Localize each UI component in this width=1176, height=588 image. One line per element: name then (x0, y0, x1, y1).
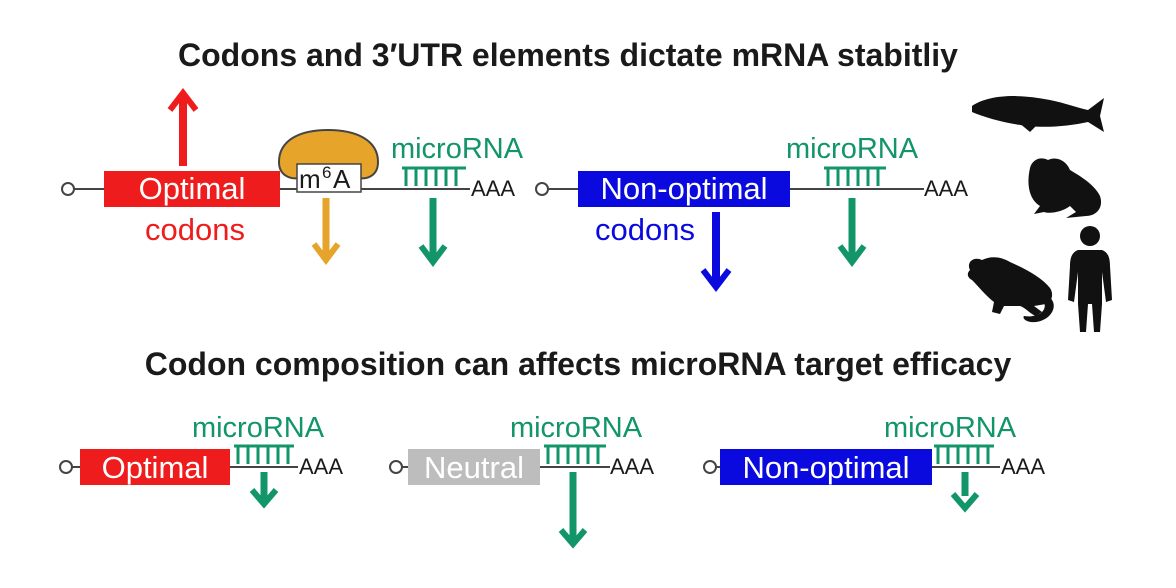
cap-circle (389, 460, 403, 474)
neutral-label: Neutral (424, 450, 524, 485)
microrna-down-arrow-icon (418, 198, 448, 267)
optimal-codon-box (104, 171, 280, 207)
microrna-seed-icon (544, 444, 606, 464)
microrna-seed-icon (402, 166, 466, 186)
mrna-optimal-top: Optimal codons m 6 A microRNA (61, 88, 524, 267)
nonoptimal-codon-box (720, 449, 932, 485)
microrna-label: microRNA (884, 412, 1017, 444)
stabilize-up-arrow-icon (167, 88, 199, 166)
polya-label: AAA (924, 176, 968, 201)
mrna-nonoptimal-top: Non-optimal codons microRNA AAA (535, 133, 968, 292)
optimal-codon-box (80, 449, 230, 485)
polya-label: AAA (610, 454, 654, 479)
nonoptimal-codon-box (578, 171, 790, 207)
microrna-down-arrow-icon (558, 472, 588, 549)
optimal-label: Optimal (139, 171, 246, 206)
optimal-label: Optimal (102, 450, 209, 485)
microrna-label: microRNA (192, 412, 325, 444)
title-top: Codons and 3′UTR elements dictate mRNA s… (178, 37, 958, 73)
microrna-label: microRNA (391, 133, 524, 165)
human-icon (1068, 226, 1112, 332)
nonoptimal-label: Non-optimal (742, 450, 909, 485)
polya-label: AAA (299, 454, 343, 479)
cap-circle (61, 182, 75, 196)
mrna-neutral-bottom: Neutral microRNA AAA (389, 412, 654, 549)
microrna-label: microRNA (786, 133, 919, 165)
m6a-m: m (299, 164, 321, 194)
destabilize-down-arrow-icon (700, 212, 732, 292)
cap-circle (59, 460, 73, 474)
microrna-seed-icon (824, 166, 886, 186)
mrna-optimal-bottom: Optimal microRNA AAA (59, 412, 343, 509)
frog-icon (1028, 158, 1102, 218)
zebrafish-icon (972, 96, 1104, 132)
neutral-codon-box (408, 449, 540, 485)
polya-label: AAA (1001, 454, 1045, 479)
nonoptimal-label: Non-optimal (600, 171, 767, 206)
cap-circle (703, 460, 717, 474)
mrna-nonoptimal-bottom: Non-optimal microRNA AAA (703, 412, 1045, 513)
microrna-seed-icon (234, 444, 294, 464)
microrna-seed-icon (934, 444, 994, 464)
m6a-a: A (333, 164, 351, 194)
polya-label: AAA (471, 176, 515, 201)
codons-label: codons (595, 212, 695, 247)
m6a-reader-icon: m 6 A (277, 128, 380, 194)
m6a-down-arrow-icon (311, 198, 341, 265)
title-bottom: Codon composition can affects microRNA t… (145, 346, 1012, 382)
codons-label: codons (145, 212, 245, 247)
cap-circle (535, 182, 549, 196)
microrna-label: microRNA (510, 412, 643, 444)
microrna-down-arrow-icon (837, 198, 867, 267)
mouse-icon (967, 257, 1054, 323)
microrna-down-arrow-icon (950, 472, 980, 513)
microrna-down-arrow-icon (249, 472, 279, 509)
m6a-6: 6 (322, 163, 331, 182)
